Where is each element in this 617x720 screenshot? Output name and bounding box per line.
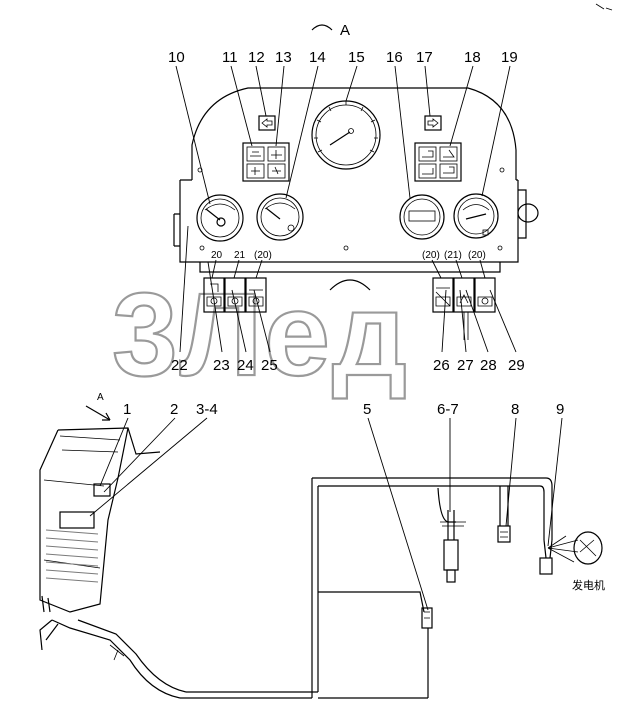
tachometer-gauge	[311, 100, 381, 170]
callout-10: 10	[168, 49, 185, 66]
switch-label-20b: (20)	[254, 250, 272, 261]
callout-27: 27	[457, 357, 474, 374]
bottom-callouts: 22 23 24 25 26 27 28 29	[171, 357, 525, 374]
oil-warning-icon	[267, 146, 286, 162]
callout-19: 19	[501, 49, 518, 66]
top-callouts: 10 11 12 13 14 15 16 17 18 19	[168, 49, 518, 66]
switch-label-21b: (21)	[444, 250, 462, 261]
lower-leader-lines	[89, 417, 563, 611]
callout-23: 23	[213, 357, 230, 374]
coolant-icon	[418, 146, 437, 162]
callout-11: 11	[222, 49, 238, 66]
hydraulic-icon	[439, 146, 458, 162]
callout-14: 14	[309, 49, 326, 66]
callout-12: 12	[248, 49, 265, 66]
wiring-harness	[39, 477, 553, 699]
relay-box	[59, 511, 95, 529]
dashboard-panel	[173, 87, 539, 291]
callout-25: 25	[261, 357, 278, 374]
switch-label-21: 21	[234, 250, 246, 261]
fuel-gauge	[256, 193, 304, 241]
callout-17: 17	[416, 49, 433, 66]
callout-16: 16	[386, 49, 403, 66]
sensor-6-7	[437, 487, 466, 583]
hour-meter	[399, 194, 445, 240]
callout-22: 22	[171, 357, 188, 374]
temperature-gauge	[196, 194, 244, 242]
sensor-8	[497, 486, 511, 543]
bottom-leader-lines	[179, 225, 517, 353]
callout-5: 5	[363, 401, 371, 418]
brake-warning-icon	[246, 163, 265, 179]
warning-lamp-cluster-right	[414, 142, 462, 182]
view-label: A	[340, 22, 350, 39]
console-tower	[39, 427, 161, 613]
callout-24: 24	[237, 357, 254, 374]
lower-callouts: 1 2 3-4 5 6-7 8 9	[123, 401, 564, 418]
callout-26: 26	[433, 357, 450, 374]
pressure-gauge	[453, 193, 499, 239]
right-turn-indicator	[424, 115, 442, 131]
switch-labels: 20 21 (20) (20) (21) (20)	[211, 250, 486, 279]
ignition-knob	[517, 203, 539, 223]
left-turn-indicator	[258, 115, 276, 131]
view-arrow: A	[85, 392, 111, 421]
callout-2: 2	[170, 401, 178, 418]
callout-6-7: 6-7	[437, 401, 459, 418]
battery-icon	[246, 146, 265, 162]
generator-icon	[573, 531, 603, 565]
callout-9: 9	[556, 401, 564, 418]
top-leader-lines	[175, 65, 511, 205]
callout-8: 8	[511, 401, 519, 418]
engine-icon	[439, 163, 458, 179]
watermark: 3Лед	[112, 269, 409, 401]
corner-mark	[595, 3, 613, 11]
switch-box	[93, 483, 111, 497]
fuel-icon	[418, 163, 437, 179]
callout-18: 18	[464, 49, 481, 66]
switch-label-20d: (20)	[468, 250, 486, 261]
switch-label-20c: (20)	[422, 250, 440, 261]
switch-group-right	[432, 277, 496, 340]
callout-1: 1	[123, 401, 131, 418]
view-arc-icon	[311, 24, 333, 31]
switch-label-20: 20	[211, 250, 223, 261]
callout-15: 15	[348, 49, 365, 66]
generator-label: 发电机	[572, 578, 605, 592]
filter-warning-icon	[267, 163, 286, 179]
view-arrow-label: A	[97, 392, 104, 403]
callout-3-4: 3-4	[196, 401, 218, 418]
callout-13: 13	[275, 49, 292, 66]
callout-29: 29	[508, 357, 525, 374]
generator: 发电机	[539, 531, 605, 592]
callout-28: 28	[480, 357, 497, 374]
sensor-5	[421, 607, 433, 629]
warning-lamp-cluster-left	[242, 142, 290, 182]
